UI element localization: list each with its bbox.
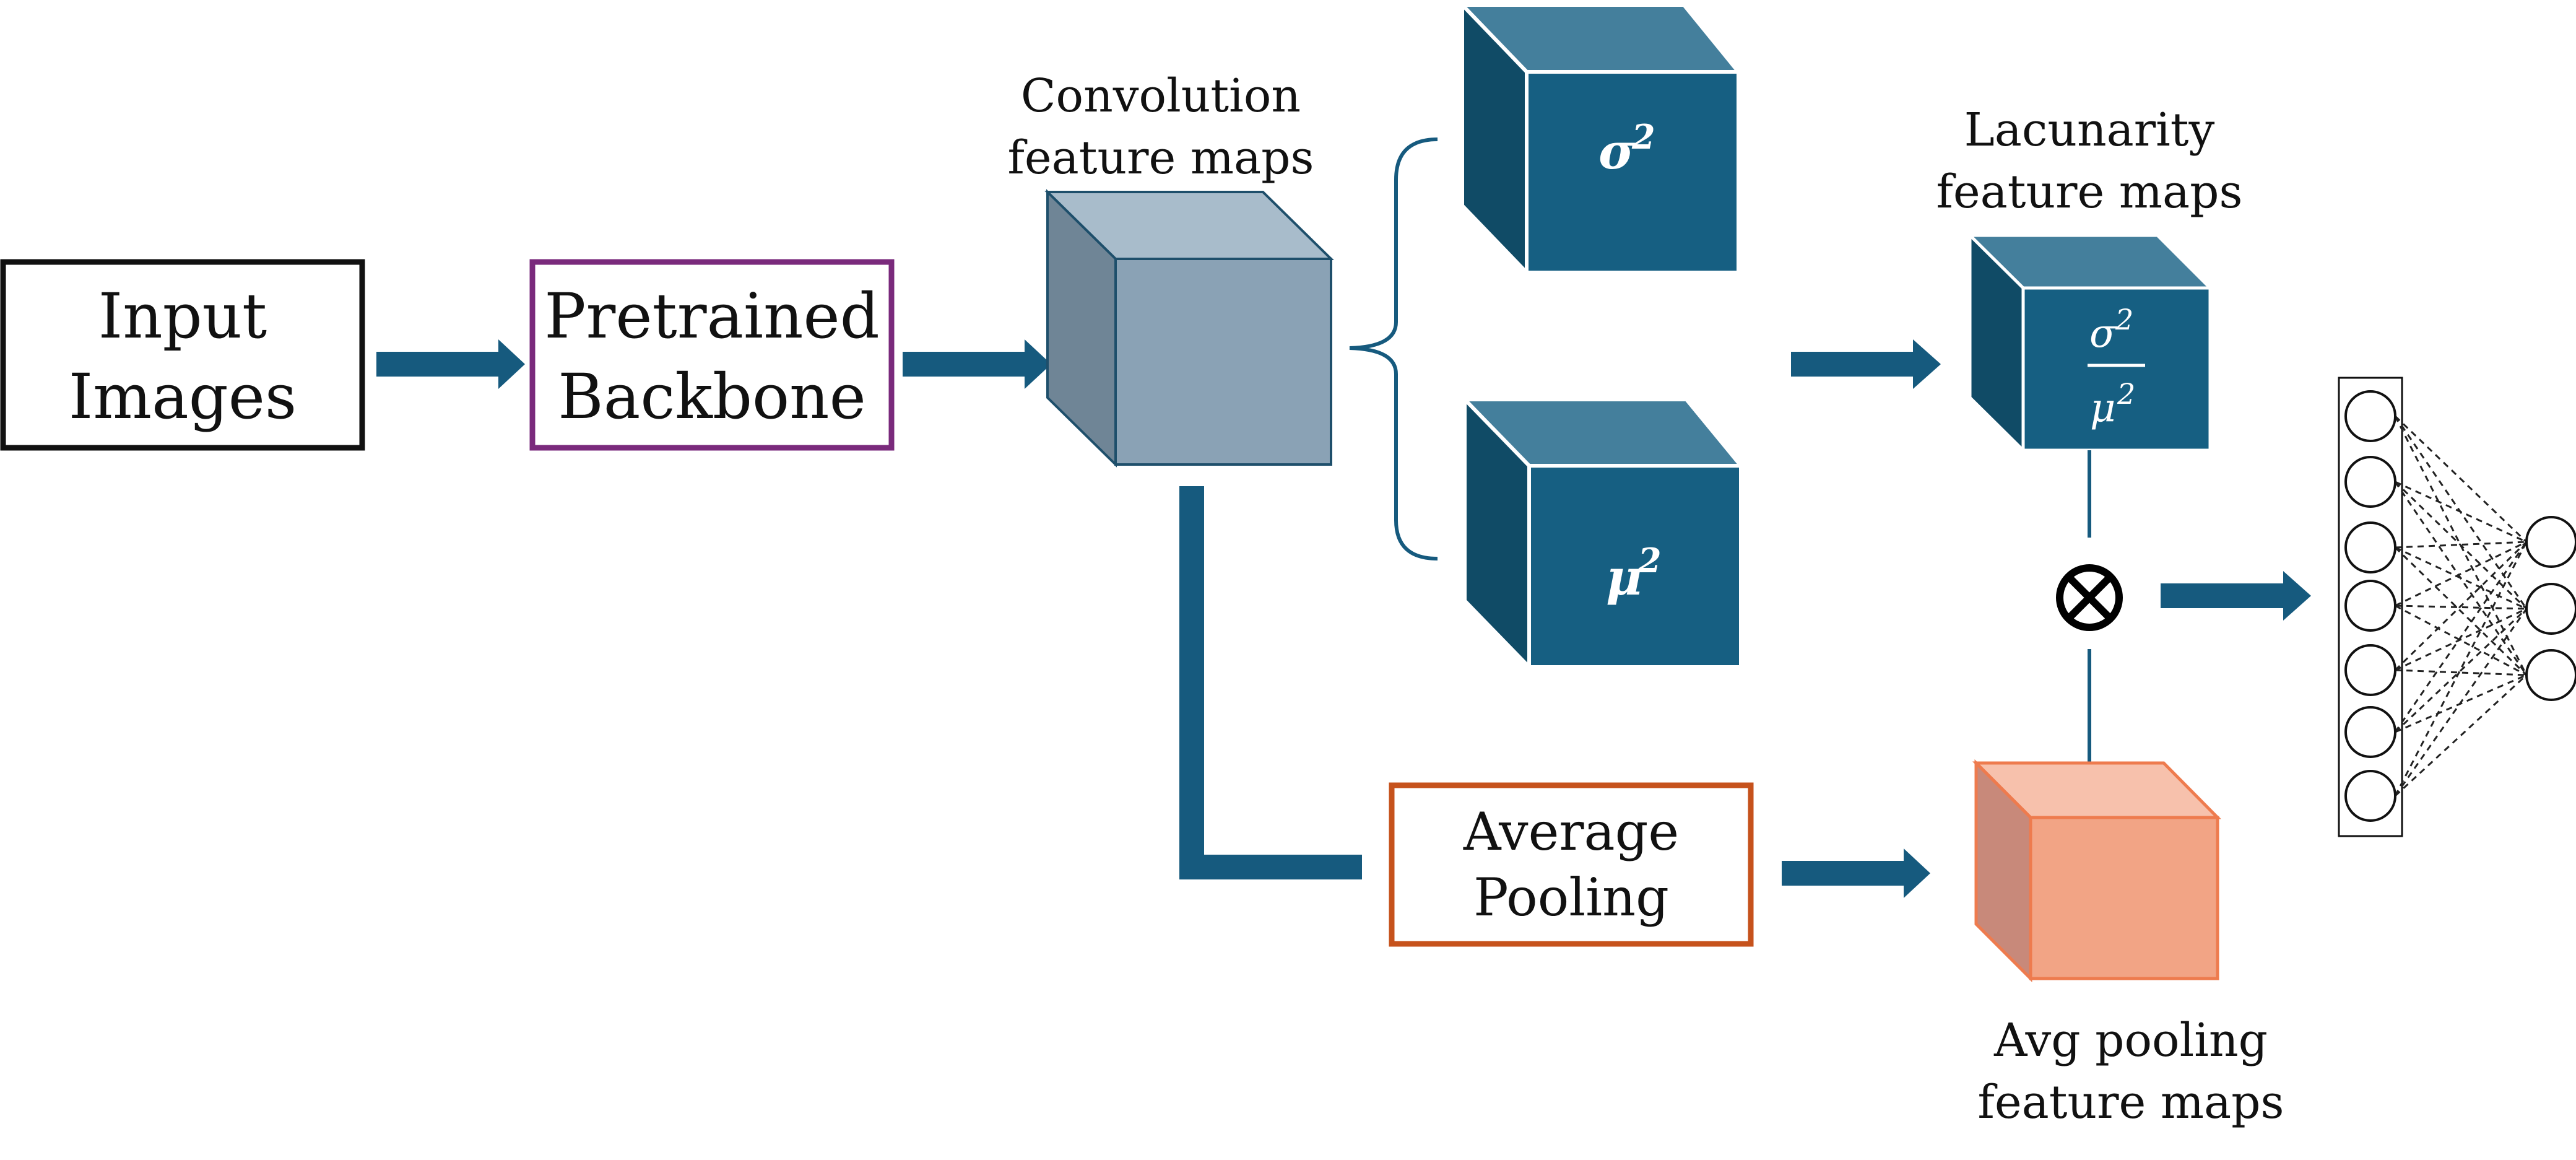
pretrained-backbone-node: Pretrained Backbone — [529, 259, 895, 451]
lacunarity-caption-line2: feature maps — [1936, 165, 2242, 219]
variance-exponent: 2 — [1631, 117, 1655, 157]
conv-caption-line1: Convolution — [1021, 69, 1301, 123]
input-neuron — [2344, 580, 2396, 632]
arrow-head — [2283, 571, 2311, 621]
conv-cube-front — [1114, 258, 1332, 466]
pooling-label-line2: Pooling — [1473, 867, 1669, 928]
lacunarity-numerator: σ — [2089, 311, 2118, 357]
arrow-backbone-to-conv — [903, 339, 1051, 389]
input-neuron — [2344, 521, 2396, 573]
backbone-box — [529, 259, 895, 451]
split-brace — [1349, 137, 1438, 560]
avgmaps-caption-line1: Avg pooling — [1993, 1014, 2268, 1067]
classifier-network — [2338, 377, 2576, 837]
variance-symbol: σ — [1598, 122, 1635, 180]
arrow-shaft — [1791, 352, 1915, 377]
product-cross-b — [2065, 573, 2114, 622]
mean-cube-front — [1527, 464, 1743, 669]
connection-line — [2394, 415, 2528, 543]
conv-caption-line2: feature maps — [1007, 131, 1314, 185]
connection-line — [2395, 608, 2527, 671]
connection-line — [2395, 604, 2527, 676]
avg-pooling-feature-maps-node: Avg pooling feature maps — [1972, 759, 2284, 1129]
arrow-head — [1904, 848, 1930, 898]
arrow-shaft — [2161, 583, 2284, 608]
input-neuron — [2344, 456, 2396, 508]
connection-line — [2394, 608, 2528, 796]
connection-line — [2394, 674, 2528, 797]
output-neuron — [2525, 649, 2576, 701]
connection-line — [2395, 546, 2527, 610]
lacunarity-denominator: μ — [2090, 385, 2116, 431]
lacunarity-cube-front — [2021, 286, 2212, 452]
arrow-to-classifier — [2161, 571, 2311, 621]
arrow-head — [1913, 339, 1941, 389]
pooling-label-line1: Average — [1463, 801, 1679, 862]
lacunarity-caption-line1: Lacunarity — [1964, 103, 2215, 157]
output-neuron — [2525, 583, 2576, 635]
input-neuron — [2344, 770, 2396, 822]
lacunarity-denominator-exp: 2 — [2117, 377, 2135, 411]
mean-cube-node: μ 2 — [1460, 395, 1745, 672]
input-neuron — [2344, 706, 2396, 758]
input-neuron — [2344, 644, 2396, 696]
average-pooling-node: Average Pooling — [1389, 782, 1754, 947]
input-images-node: Input Images — [0, 259, 365, 451]
arrow-shaft — [903, 352, 1026, 377]
arrow-to-lacunarity — [1791, 339, 1941, 389]
connection-line — [2395, 481, 2527, 543]
arrow-pooling-to-avgmaps — [1782, 848, 1930, 898]
variance-cube-node: σ 2 — [1457, 0, 1743, 277]
arrow-shaft — [1782, 861, 1906, 886]
pooling-box — [1389, 782, 1754, 947]
input-images-label-line1: Input — [98, 280, 267, 352]
lacunarity-feature-maps-node: Lacunarity feature maps σ 2 μ 2 — [1936, 103, 2243, 454]
backbone-label-line2: Backbone — [558, 360, 866, 433]
arrow-input-to-backbone — [376, 339, 525, 389]
output-neuron — [2525, 516, 2576, 568]
classifier-connections — [2394, 415, 2528, 797]
mean-symbol: μ — [1606, 548, 1642, 606]
connection-line — [2394, 546, 2528, 676]
conv-to-pooling-path — [1179, 486, 1362, 879]
connection-line — [2395, 541, 2527, 607]
input-images-box — [0, 259, 365, 451]
convolution-feature-maps-node: Convolution feature maps — [1007, 69, 1334, 468]
connection-line — [2394, 481, 2528, 610]
backbone-label-line1: Pretrained — [544, 280, 879, 352]
variance-cube-front — [1525, 70, 1740, 274]
avgmaps-caption-line2: feature maps — [1977, 1076, 2284, 1129]
lacunarity-numerator-exp: 2 — [2115, 303, 2133, 336]
arrow-head — [498, 339, 525, 389]
avgmaps-cube-front — [2029, 816, 2219, 980]
product-operator — [2056, 564, 2123, 631]
arrow-shaft — [376, 352, 500, 377]
connection-line — [2394, 608, 2528, 733]
connection-line — [2394, 541, 2528, 671]
connection-line — [2394, 541, 2528, 733]
arrow-head — [1025, 339, 1051, 389]
input-images-label-line2: Images — [69, 360, 297, 433]
mean-exponent: 2 — [1637, 541, 1662, 580]
input-neuron — [2344, 390, 2396, 442]
connection-line — [2394, 541, 2528, 796]
